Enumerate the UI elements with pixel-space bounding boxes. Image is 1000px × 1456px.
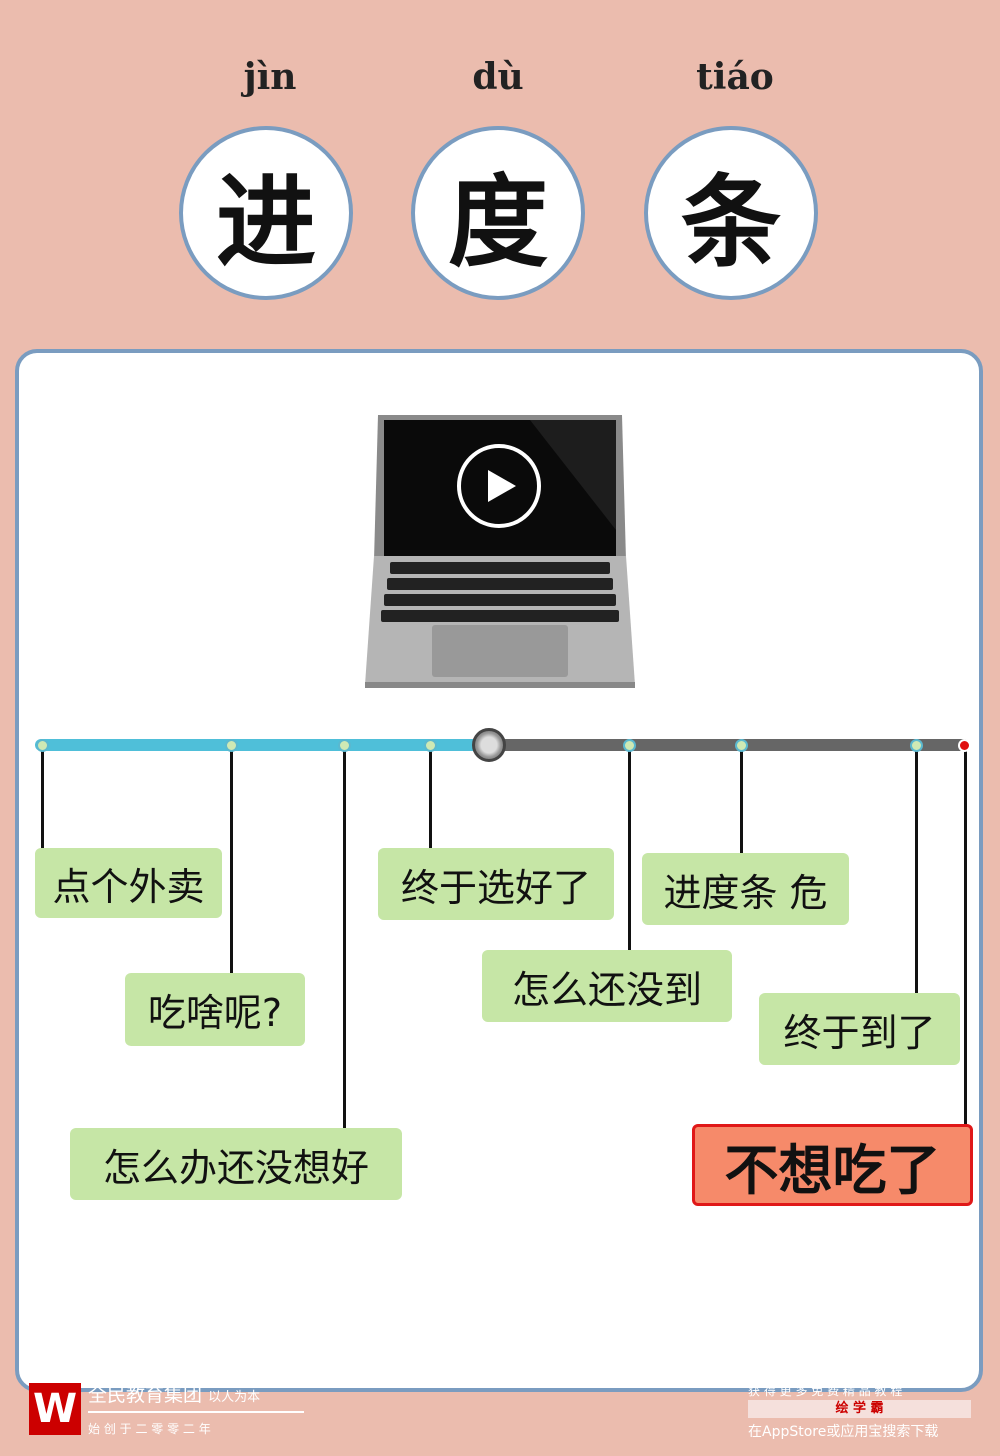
title-char-du: 度 (411, 126, 585, 300)
brand-name: 全民教育集团 (88, 1384, 203, 1406)
connector-line (964, 746, 967, 1124)
label-what-to-eat: 吃啥呢? (125, 973, 305, 1046)
title-char-jin: 进 (179, 126, 353, 300)
promo-text: 获 得 更 多 免 费 精 品 教 程 (748, 1384, 903, 1398)
label-arrived: 终于到了 (759, 993, 960, 1065)
connector-line (343, 746, 346, 1128)
milestone-dot (623, 739, 636, 752)
label-danger: 进度条 危 (642, 853, 849, 925)
milestone-dot (36, 739, 49, 752)
label-final: 不想吃了 (692, 1124, 973, 1206)
brand-logo: W (29, 1383, 81, 1435)
milestone-dot (424, 739, 437, 752)
connector-line (915, 746, 918, 993)
laptop-video-icon (365, 415, 635, 688)
milestone-dot (910, 739, 923, 752)
connector-line (628, 746, 631, 950)
label-order: 点个外卖 (35, 848, 222, 918)
connector-line (740, 746, 743, 853)
milestone-dot (225, 739, 238, 752)
founded-text: 始 创 于 二 零 零 二 年 (88, 1422, 211, 1436)
label-undecided: 怎么办还没想好 (70, 1128, 402, 1200)
title-char-tiao: 条 (644, 126, 818, 300)
milestone-dot (735, 739, 748, 752)
brand-slogan: 以人为本 (208, 1390, 261, 1405)
brand-line: 全民教育集团 以人为本 (88, 1380, 260, 1407)
pinyin-jin: jìn (243, 56, 297, 98)
connector-line (230, 746, 233, 975)
progress-track (488, 739, 970, 751)
connector-line (41, 746, 44, 848)
divider (88, 1411, 304, 1413)
end-dot (958, 739, 971, 752)
milestone-dot (338, 739, 351, 752)
progress-knob[interactable] (472, 728, 506, 762)
progress-fill (35, 739, 495, 751)
label-not-arrived: 怎么还没到 (482, 950, 732, 1022)
pinyin-du: dù (472, 56, 524, 98)
pinyin-tiao: tiáo (696, 56, 774, 98)
download-text: 在AppStore或应用宝搜索下载 (748, 1424, 939, 1440)
app-name: 绘 学 霸 (748, 1400, 971, 1418)
label-chosen: 终于选好了 (378, 848, 614, 920)
connector-line (429, 746, 432, 848)
